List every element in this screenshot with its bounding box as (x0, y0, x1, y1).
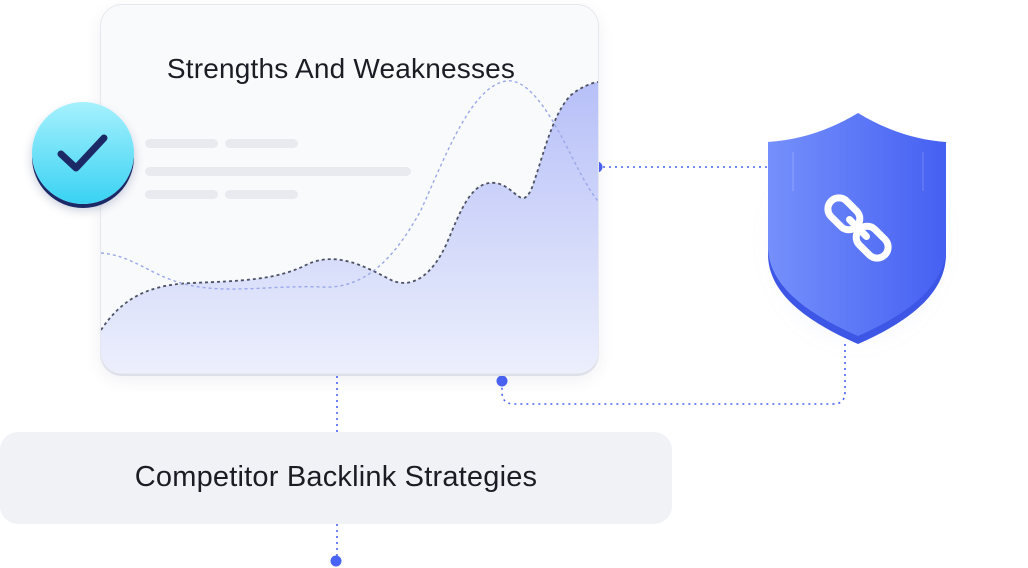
card-title: Strengths And Weaknesses (166, 53, 516, 84)
security-shield (738, 96, 978, 376)
checkmark-badge (32, 102, 134, 204)
placeholder-line (145, 139, 218, 148)
series-primary-line (101, 81, 598, 331)
strengths-card: Strengths And Weaknesses (100, 4, 599, 374)
competitor-strategies-pill: Competitor Backlink Strategies (0, 432, 672, 524)
checkmark-icon (57, 134, 108, 172)
placeholder-line (145, 190, 218, 199)
placeholder-line (225, 139, 298, 148)
series-secondary-line (101, 80, 598, 290)
area-fill (101, 82, 598, 373)
placeholder-line (225, 190, 298, 199)
chain-link-icon (824, 194, 892, 262)
placeholder-line (145, 167, 411, 176)
shield-icon (768, 113, 946, 344)
pill-label: Competitor Backlink Strategies (134, 461, 538, 493)
area-chart (101, 80, 598, 373)
